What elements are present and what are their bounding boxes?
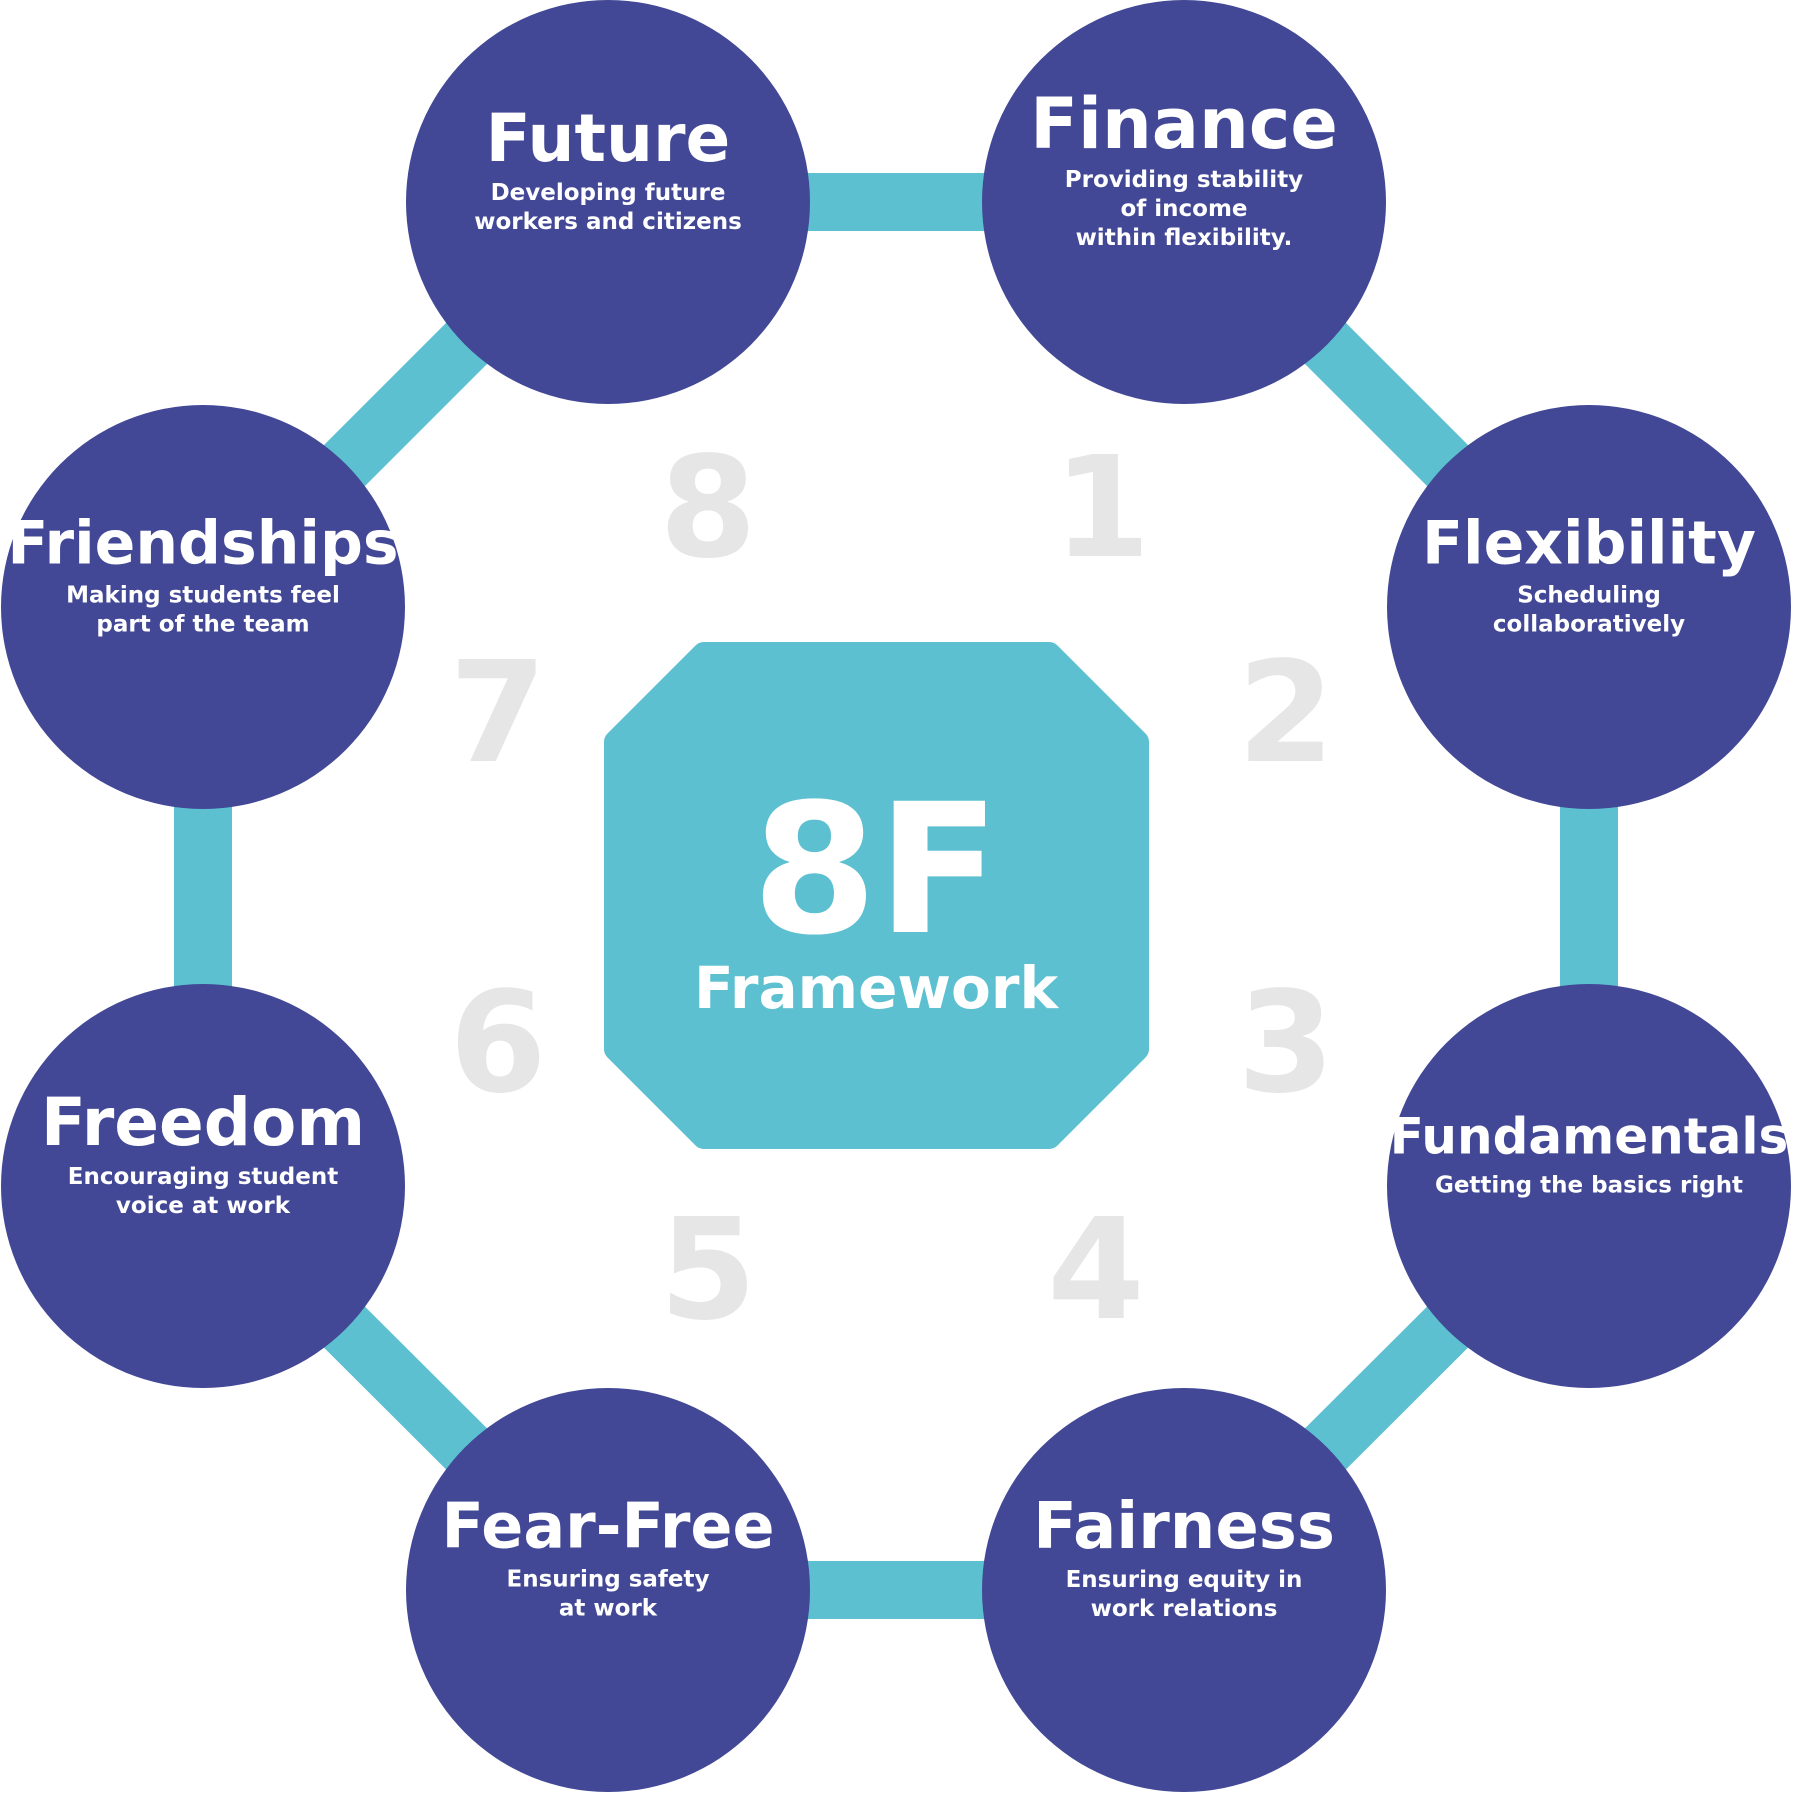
center-subtitle: Framework xyxy=(694,954,1059,1022)
node-description-line: Ensuring equity in xyxy=(1066,1567,1303,1593)
node-description-line: work relations xyxy=(1091,1596,1278,1622)
node-description-line: workers and citizens xyxy=(474,209,742,235)
node-title: Fairness xyxy=(1033,1490,1335,1564)
node-description-line: Making students feel xyxy=(66,583,340,609)
node-circle xyxy=(1387,984,1791,1388)
node-description-line: Encouraging student xyxy=(68,1164,338,1190)
node-description-line: Providing stability xyxy=(1065,167,1303,193)
node-circle xyxy=(1387,405,1791,809)
step-number-1: 1 xyxy=(1053,427,1150,590)
node-title: Friendships xyxy=(7,509,398,579)
node-title: Future xyxy=(486,100,731,177)
node-circle xyxy=(1,984,405,1388)
step-number-5: 5 xyxy=(659,1189,756,1352)
step-number-2: 2 xyxy=(1237,632,1334,795)
node-description-line: Getting the basics right xyxy=(1435,1172,1743,1198)
node-circle xyxy=(982,0,1386,404)
node-description-line: Developing future xyxy=(491,180,726,206)
center-badge: 8F Framework xyxy=(604,642,1149,1149)
node-circle xyxy=(406,1388,810,1792)
node-description-line: of income xyxy=(1120,196,1247,222)
node-description-line: Ensuring safety xyxy=(506,1566,709,1592)
center-octagon xyxy=(604,642,1149,1149)
node-title: Fear-Free xyxy=(441,1489,774,1562)
step-number-4: 4 xyxy=(1047,1189,1144,1352)
node-circle xyxy=(406,0,810,404)
center-title: 8F xyxy=(752,766,1000,975)
node-title: Freedom xyxy=(41,1084,365,1161)
node-title: Flexibility xyxy=(1422,509,1756,579)
step-number-8: 8 xyxy=(659,427,756,590)
node-title: Finance xyxy=(1030,83,1338,165)
step-number-3: 3 xyxy=(1237,962,1334,1125)
node-circle xyxy=(1,405,405,809)
step-numbers: 12 34 56 78 xyxy=(449,427,1334,1352)
step-number-7: 7 xyxy=(449,632,546,795)
node-circle xyxy=(982,1388,1386,1792)
node-description-line: within flexibility. xyxy=(1076,225,1293,251)
node-title: Fundamentals xyxy=(1390,1107,1789,1165)
step-number-6: 6 xyxy=(449,962,546,1125)
node-description-line: Scheduling xyxy=(1517,583,1661,609)
node-description-line: part of the team xyxy=(96,612,309,638)
node-description-line: voice at work xyxy=(116,1193,291,1219)
node-description-line: at work xyxy=(559,1595,658,1621)
node-description-line: collaboratively xyxy=(1493,612,1685,638)
